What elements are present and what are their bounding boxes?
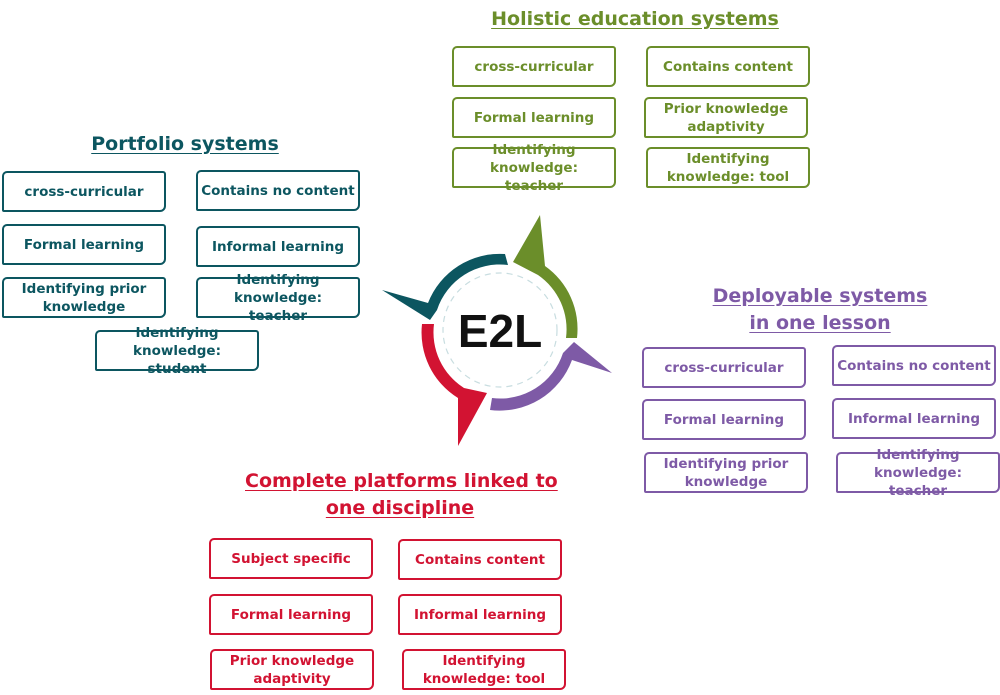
portfolio-item: Identifying knowledge: teacher bbox=[196, 272, 360, 324]
portfolio-item: cross-curricular bbox=[2, 171, 166, 212]
holistic-title: Holistic education systems bbox=[491, 8, 779, 30]
deployable-item: Formal learning bbox=[642, 399, 806, 440]
complete-title-line1: Complete platforms linked to bbox=[245, 470, 558, 492]
holistic-item: Identifying knowledge: tool bbox=[646, 147, 810, 188]
holistic-item: Contains content bbox=[646, 46, 810, 87]
complete-item: Prior knowledge adaptivity bbox=[210, 649, 374, 690]
complete-item: Contains content bbox=[398, 539, 562, 580]
center-label: E2L bbox=[458, 305, 542, 357]
portfolio-title: Portfolio systems bbox=[91, 133, 279, 155]
complete-title-line2: one discipline bbox=[325, 497, 475, 519]
portfolio-item: Identifying prior knowledge bbox=[2, 277, 166, 318]
complete-item: Subject specific bbox=[209, 538, 373, 579]
complete-item: Informal learning bbox=[398, 594, 562, 635]
deployable-title: Deployable systems in one lesson bbox=[690, 283, 950, 337]
complete-item: Formal learning bbox=[209, 594, 373, 635]
red-compass-arm bbox=[421, 324, 487, 446]
teal-compass-arm bbox=[382, 253, 508, 320]
holistic-item: Prior knowledge adaptivity bbox=[644, 97, 808, 138]
portfolio-item: Contains no content bbox=[196, 170, 360, 211]
green-compass-arm bbox=[513, 215, 578, 338]
center-circle bbox=[433, 263, 567, 397]
complete-title: Complete platforms linked to one discipl… bbox=[245, 468, 558, 522]
holistic-item: Formal learning bbox=[452, 97, 616, 138]
portfolio-item: Formal learning bbox=[2, 224, 166, 265]
deployable-item: Informal learning bbox=[832, 398, 996, 439]
deployable-item: cross-curricular bbox=[642, 347, 806, 388]
deployable-item: Identifying knowledge: teacher bbox=[836, 447, 1000, 499]
portfolio-item: Informal learning bbox=[196, 226, 360, 267]
portfolio-item: Identifying knowledge: student bbox=[95, 325, 259, 377]
holistic-item: Identifying knowledge: teacher bbox=[452, 142, 616, 194]
holistic-item: cross-curricular bbox=[452, 46, 616, 87]
deployable-item: Identifying prior knowledge bbox=[644, 452, 808, 493]
deployable-title-line1: Deployable systems bbox=[712, 285, 928, 307]
e2l-compass-logo: E2L bbox=[382, 215, 612, 446]
purple-compass-arm bbox=[490, 342, 612, 411]
deployable-title-line2: in one lesson bbox=[749, 312, 891, 334]
complete-item: Identifying knowledge: tool bbox=[402, 649, 566, 690]
deployable-item: Contains no content bbox=[832, 345, 996, 386]
